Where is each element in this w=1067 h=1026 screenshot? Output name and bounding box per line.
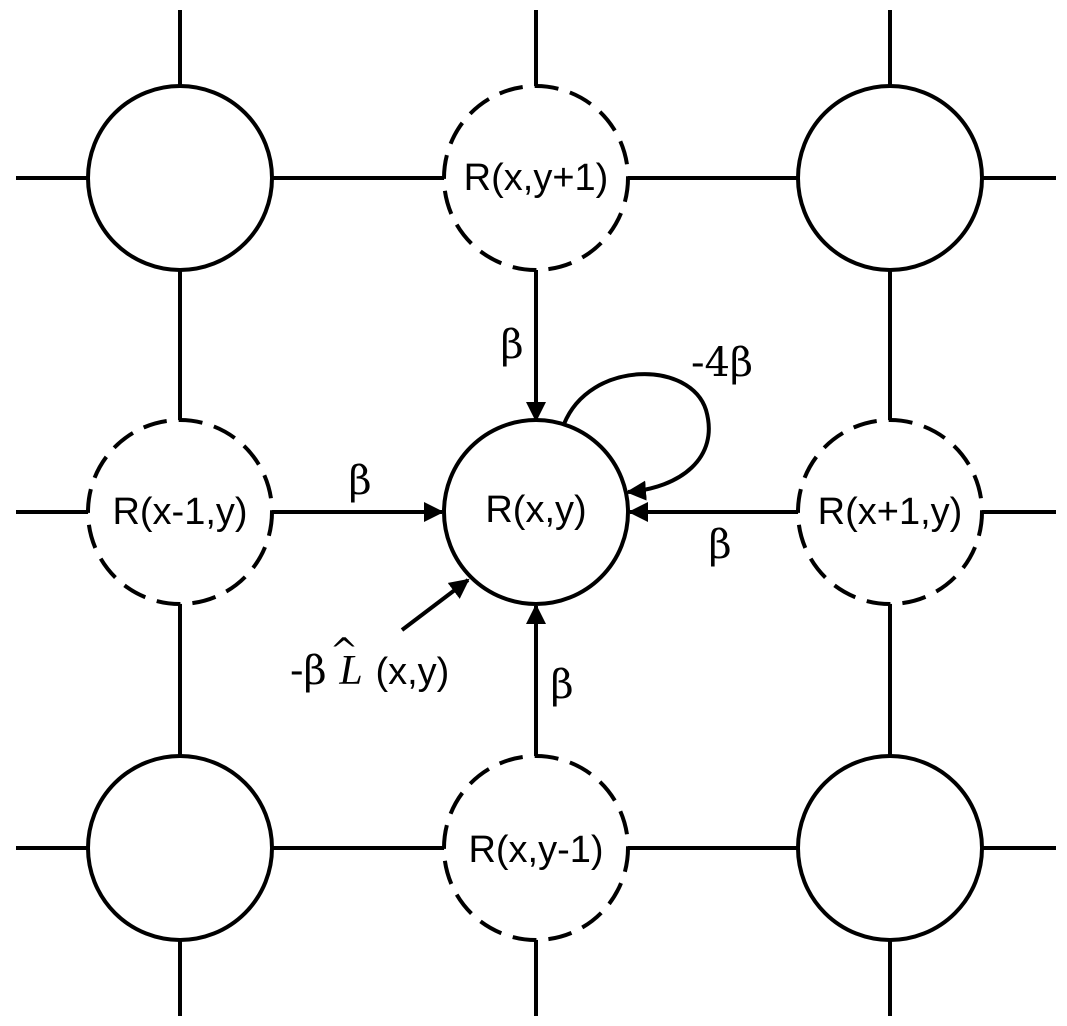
node-center-label: R(x,y): [485, 489, 586, 531]
node-bottom-right: [796, 754, 984, 942]
edge-label-right: β: [708, 522, 731, 568]
external-input-symbol: L: [338, 648, 362, 694]
arrow-self-loop: [562, 372, 711, 501]
external-input-prefix: -β: [290, 648, 327, 694]
edge-label-top: β: [500, 322, 523, 368]
edge-label-external-input: -β L (x,y): [290, 648, 449, 694]
arrow-external-input: [400, 578, 470, 632]
node-bottom-label: R(x,y-1): [468, 829, 603, 871]
edge-label-self-loop: -4β: [691, 340, 753, 386]
external-input-hat: ^: [330, 631, 359, 671]
edge-label-bottom: β: [550, 662, 573, 708]
node-top-left: [86, 84, 274, 272]
node-top-label: R(x,y+1): [464, 157, 609, 199]
external-input-suffix: (x,y): [375, 651, 449, 693]
edge-label-left: β: [348, 458, 371, 504]
node-bottom-left: [86, 754, 274, 942]
node-top-right: [796, 84, 984, 272]
node-left-label: R(x-1,y): [112, 491, 247, 533]
node-right-label: R(x+1,y): [818, 491, 963, 533]
